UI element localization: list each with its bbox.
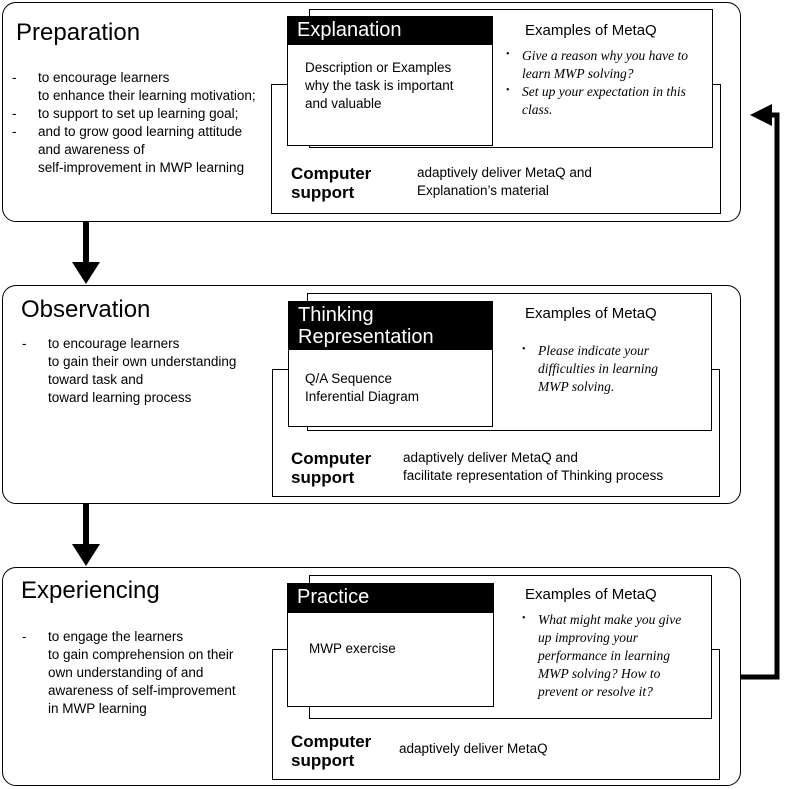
metaq-list: Please indicate your difficulties in lea… — [522, 341, 682, 396]
computer-support-text: adaptively deliver MetaQ — [399, 741, 548, 756]
stage-goals: to encourage learners to gain their own … — [22, 335, 236, 407]
metaq-item: What might make you give up improving yo… — [522, 610, 692, 701]
computer-support-label: Computer support — [291, 164, 372, 202]
goal-item: and to grow good learning attitude and a… — [12, 123, 256, 177]
metaq-item: Please indicate your difficulties in lea… — [522, 341, 682, 396]
activity-card: Practice MWP exercise — [287, 583, 494, 707]
stage-title: Experiencing — [21, 577, 160, 604]
goal-item: to support to set up learning goal; — [12, 105, 256, 123]
metaq-item: Give a reason why you have to learn MWP … — [506, 46, 696, 83]
goal-item: to encourage learners to gain their own … — [22, 335, 236, 407]
stage-title: Preparation — [16, 19, 141, 46]
card-body: Description or Examples why the task is … — [305, 60, 454, 111]
arrow-down-2 — [72, 504, 100, 566]
computer-support-text: adaptively deliver MetaQ and facilitate … — [403, 450, 664, 483]
card-header: Thinking Representation — [288, 301, 493, 350]
activity-card: Explanation Description or Examples why … — [287, 16, 493, 146]
activity-card: Thinking Representation Q/A Sequence Inf… — [288, 301, 493, 427]
metaq-list: What might make you give up improving yo… — [522, 610, 692, 701]
metaq-title: Examples of MetaQ — [525, 305, 657, 322]
metaq-item: Set up your expectation in this class. — [506, 82, 696, 119]
computer-support-text: adaptively deliver MetaQ and Explanation… — [417, 165, 592, 198]
computer-support-label: Computer support — [291, 449, 372, 487]
card-header: Explanation — [287, 16, 493, 45]
metaq-title: Examples of MetaQ — [525, 586, 657, 603]
goal-item: to engage the learners to gain comprehen… — [22, 628, 236, 718]
stage-goals: to encourage learners to enhance their l… — [12, 69, 256, 177]
metaq-list: Give a reason why you have to learn MWP … — [506, 46, 696, 119]
card-body: Q/A Sequence Inferential Diagram — [305, 371, 420, 404]
metaq-title: Examples of MetaQ — [525, 22, 657, 39]
computer-support-label: Computer support — [291, 732, 372, 770]
card-body: MWP exercise — [309, 641, 396, 656]
card-header: Practice — [287, 583, 494, 613]
goal-item: to encourage learners to enhance their l… — [12, 69, 256, 105]
stage-goals: to engage the learners to gain comprehen… — [22, 628, 236, 718]
stage-title: Observation — [21, 296, 151, 323]
arrow-loop-back — [741, 104, 780, 680]
arrow-down-1 — [72, 222, 100, 284]
